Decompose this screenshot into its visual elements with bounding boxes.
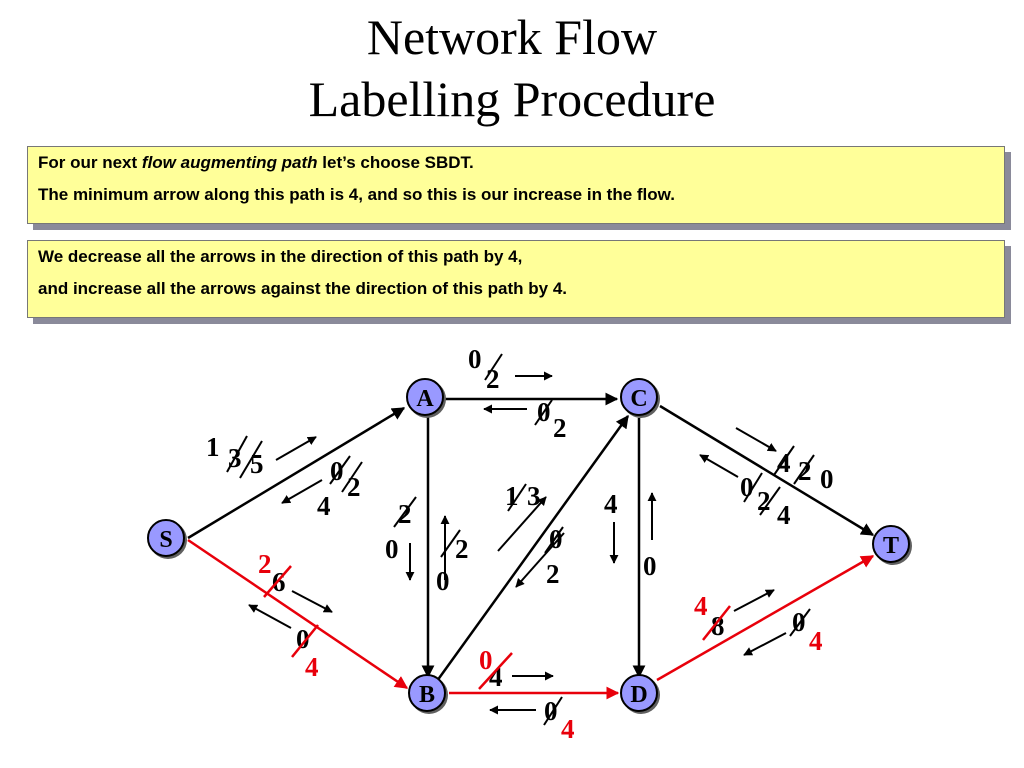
- strike-b-c-1: [507, 483, 527, 512]
- label-s-a-forward-1: 1: [206, 432, 220, 462]
- edge-s-b: [187, 538, 409, 690]
- label-c-d-backward: 0: [643, 551, 657, 581]
- flow-direction-arrows: [248, 371, 787, 715]
- arrow-s-a-forward: [275, 436, 317, 461]
- strike-s-b-0: [291, 624, 319, 658]
- label-s-a-backward-3: 2: [347, 472, 361, 502]
- node-c: C: [620, 378, 660, 418]
- label-b-d-forward-old: 0: [479, 645, 493, 675]
- label-a-c-forward-1: 0: [468, 344, 482, 374]
- edge-b-c: [435, 414, 630, 682]
- strike-a-b-up-2: [440, 529, 461, 558]
- label-s-b-backward-new: 4: [305, 652, 319, 682]
- arrow-b-c-backward: [515, 532, 565, 588]
- strike-d-t-8: [702, 605, 731, 641]
- label-s-a-backward-2: 4: [317, 491, 331, 521]
- node-s-label: S: [159, 527, 172, 553]
- label-c-t-backward-1: 0: [740, 472, 754, 502]
- label-a-b-backward-2: 0: [436, 566, 450, 596]
- capacity-labels: 1 3 5 0 4 2 0 2 0 2 2 0 2 0 1 3 0 2 4 0 …: [206, 344, 834, 744]
- label-s-b-forward-new: 2: [258, 549, 272, 579]
- label-b-c-forward-2: 3: [527, 481, 541, 511]
- explanation-line-1: For our next flow augmenting path let’s …: [38, 153, 994, 173]
- explanation-line-2: The minimum arrow along this path is 4, …: [38, 185, 675, 204]
- update-line-2: and increase all the arrows against the …: [38, 279, 568, 298]
- node-d: D: [620, 674, 660, 714]
- strike-a-c-fwd-0: [484, 353, 503, 381]
- node-s: S: [147, 519, 187, 559]
- label-s-b-forward-old: 6: [272, 567, 286, 597]
- strike-a-c-bwd-0: [534, 399, 553, 426]
- edge-c-t: [659, 404, 875, 537]
- label-b-c-backward-2: 2: [546, 559, 560, 589]
- node-t-label: T: [883, 533, 899, 559]
- strike-c-t-4: [773, 445, 795, 476]
- label-a-b-backward-1: 2: [455, 534, 469, 564]
- strike-c-t-2: [793, 454, 815, 485]
- arrow-d-t-forward: [733, 589, 775, 612]
- label-b-d-forward-new: 4: [489, 662, 503, 692]
- arrow-b-c-forward: [497, 496, 547, 552]
- explanation-prefix: For our next: [38, 153, 142, 172]
- arrow-d-t-backward: [743, 632, 787, 656]
- title-line-1: Network Flow: [366, 9, 658, 65]
- update-line-1: We decrease all the arrows in the direct…: [38, 247, 523, 266]
- edge-s-a: [187, 406, 406, 540]
- strike-a-b-2: [393, 496, 417, 528]
- arrow-s-a-backward: [281, 479, 323, 504]
- strike-s-a-0: [329, 455, 351, 485]
- strike-b-d-bwd-0: [543, 696, 563, 726]
- strike-s-a-5: [239, 440, 263, 479]
- strike-c-t-0: [743, 472, 763, 503]
- label-a-c-backward-2: 2: [553, 413, 567, 443]
- label-b-c-forward-1: 1: [505, 481, 519, 511]
- title-line-2: Labelling Procedure: [308, 71, 716, 127]
- label-d-t-backward-new: 4: [809, 626, 823, 656]
- strike-c-t-2b: [759, 486, 781, 516]
- node-a-label: A: [416, 386, 434, 412]
- label-c-t-backward-2: 2: [757, 486, 771, 516]
- node-t: T: [872, 525, 912, 565]
- label-d-t-backward-old: 0: [792, 607, 806, 637]
- node-b-label: B: [419, 682, 435, 708]
- strike-d-t-bwd-0: [789, 608, 811, 637]
- explanation-box-path: For our next flow augmenting path let’s …: [27, 146, 1005, 224]
- label-d-t-forward-new: 4: [694, 591, 708, 621]
- explanation-box-update: We decrease all the arrows in the direct…: [27, 240, 1005, 318]
- strike-outs-red: [263, 565, 731, 690]
- strike-s-b-6: [263, 565, 292, 598]
- arrow-c-t-backward: [699, 454, 739, 478]
- node-d-label: D: [630, 682, 647, 708]
- arrow-c-t-forward: [735, 427, 777, 452]
- strike-s-a-4: [341, 461, 363, 493]
- node-b: B: [408, 674, 448, 714]
- label-s-a-forward-3: 5: [250, 449, 264, 479]
- label-c-t-backward-3: 4: [777, 500, 791, 530]
- network-nodes: A C S T B D: [147, 378, 912, 714]
- slide-title: Network Flow Labelling Procedure: [0, 6, 1024, 130]
- label-b-d-backward-new: 4: [561, 714, 575, 744]
- label-a-b-forward-2: 0: [385, 534, 399, 564]
- edge-d-t: [656, 554, 875, 682]
- label-c-d-forward: 4: [604, 489, 618, 519]
- network-edges: [187, 392, 875, 700]
- node-a: A: [406, 378, 446, 418]
- strike-b-c-0: [544, 526, 564, 554]
- node-c-label: C: [630, 386, 647, 412]
- arrow-s-b-forward: [291, 590, 333, 613]
- strike-s-a-3: [226, 435, 248, 473]
- strike-outs-black: [226, 353, 815, 726]
- arrow-s-b-backward: [248, 604, 292, 629]
- strike-b-d-0: [478, 652, 513, 690]
- label-c-t-forward-3: 0: [820, 464, 834, 494]
- explanation-suffix: let’s choose SBDT.: [317, 153, 474, 172]
- explanation-emphasis: flow augmenting path: [141, 153, 318, 172]
